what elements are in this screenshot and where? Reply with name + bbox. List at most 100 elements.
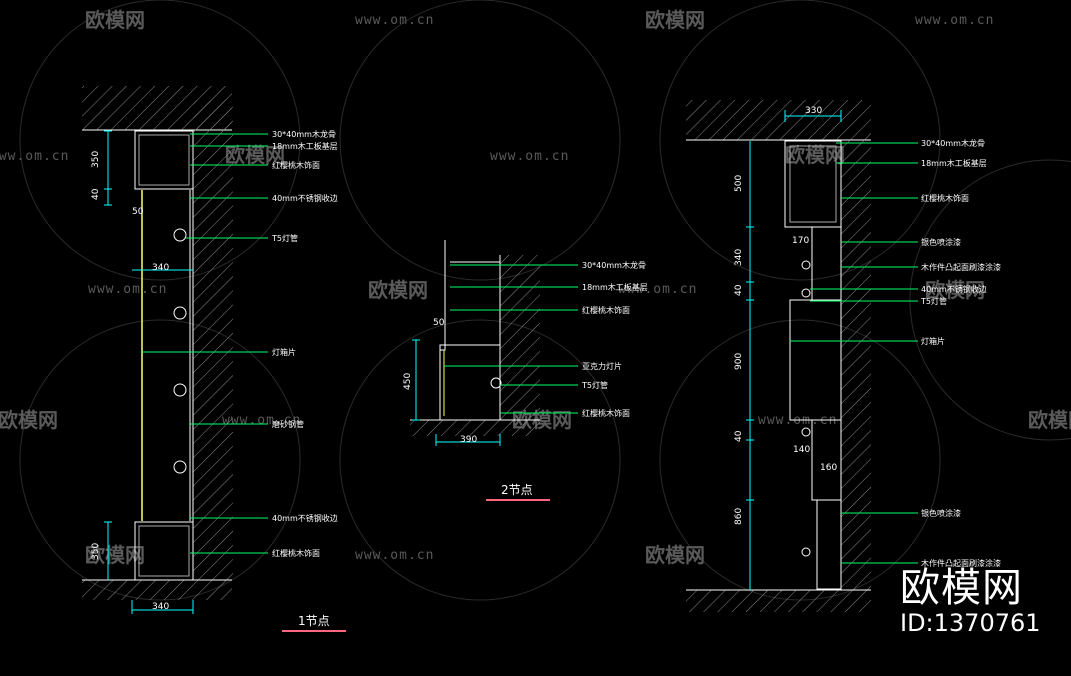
wm-url: www.om.cn — [355, 548, 434, 563]
fixture-icon — [801, 260, 811, 270]
label: 30*40mm木龙骨 — [582, 260, 646, 270]
ceiling-hatch — [686, 100, 871, 140]
lamp-icon — [173, 460, 187, 474]
wm-url: www.om.cn — [355, 13, 434, 28]
wm-brand: 欧模网 — [645, 543, 705, 567]
lamp-icon — [173, 228, 187, 242]
dim-text: 390 — [460, 435, 477, 445]
detail-1: 350 40 50 340 350 340 30*40mm木龙骨 18mm木工板… — [82, 86, 346, 632]
dim-text: 160 — [820, 463, 837, 473]
leader-lines — [444, 264, 578, 414]
wm-url: www.om.cn — [915, 13, 994, 28]
wm-url: www.om.cn — [0, 149, 69, 164]
dim-text: 450 — [403, 373, 413, 390]
dimension-lines — [104, 130, 194, 614]
lamps — [173, 228, 187, 474]
label: T5灯管 — [271, 233, 298, 243]
dim-text: 40 — [734, 430, 744, 442]
dim-text: 900 — [734, 353, 744, 370]
label: 18mm木工板基层 — [921, 158, 987, 168]
floor-hatch — [686, 590, 871, 612]
lamp-icon — [173, 383, 187, 397]
top-box-inner — [789, 145, 837, 223]
dim-text: 330 — [805, 106, 822, 116]
wall-hatch — [841, 140, 871, 590]
floor-hatch — [410, 420, 540, 436]
label: 木作件凸起面刷漆涂漆 — [921, 262, 1001, 272]
label: 40mm不锈钢收边 — [272, 193, 338, 203]
dim-text: 40 — [734, 284, 744, 296]
wm-brand: 欧模网 — [645, 8, 705, 32]
dim-text: 140 — [793, 445, 810, 455]
fixture-icon — [801, 547, 811, 557]
dim-text: 340 — [734, 249, 744, 266]
floor-hatch — [82, 580, 232, 600]
label: T5灯管 — [920, 296, 947, 306]
label: T5灯管 — [581, 380, 608, 390]
top-box-inner — [138, 134, 190, 186]
top-box — [134, 130, 194, 190]
dim-text: 40 — [91, 188, 101, 200]
detail-title: 1节点 — [298, 614, 330, 628]
label: 30*40mm木龙骨 — [921, 138, 985, 148]
light-box — [439, 344, 501, 421]
label: 磨砂钢管 — [272, 419, 304, 429]
label: 红樱桃木饰面 — [272, 160, 320, 170]
light-cavity — [789, 299, 842, 421]
base-column — [816, 499, 842, 590]
wm-brand: 欧模网 — [368, 278, 428, 302]
label: 18mm木工板基层 — [582, 282, 648, 292]
watermark-texts: 欧模网 www.om.cn 欧模网 www.om.cn www.om.cn 欧模… — [0, 8, 1071, 567]
lamp-icon — [490, 377, 502, 389]
wm-brand: 欧模网 — [785, 143, 845, 167]
dimension-lines — [412, 339, 501, 446]
brand-name: 欧模网 — [900, 565, 1023, 611]
label: 40mm不锈钢收边 — [921, 284, 987, 294]
detail-3: 330 500 340 170 40 900 40 140 160 860 30… — [686, 100, 1001, 612]
leader-lines — [142, 133, 268, 554]
dim-text: 170 — [792, 236, 809, 246]
wm-brand: 欧模网 — [0, 408, 58, 432]
lower-step — [811, 419, 842, 501]
wall-hatch — [193, 100, 233, 580]
label: 红樱桃木饰面 — [582, 408, 630, 418]
label: 灯箱片 — [272, 347, 296, 357]
brand-id: ID:1370761 — [900, 609, 1041, 637]
label: 40mm不锈钢收边 — [272, 513, 338, 523]
leader-lines — [790, 142, 918, 564]
bottom-box — [134, 521, 194, 581]
brand-watermark: 欧模网 ID:1370761 — [900, 566, 1060, 636]
wm-url: www.om.cn — [88, 282, 167, 297]
label: 木作件凸起面刷漆涂漆 — [921, 558, 1001, 568]
wm-url: www.om.cn — [490, 149, 569, 164]
watermark-arcs — [19, 0, 1071, 601]
wm-brand: 欧模网 — [1028, 408, 1071, 432]
label: 灯箱片 — [921, 336, 945, 346]
fixture-icon — [801, 427, 811, 437]
dim-text: 860 — [734, 508, 744, 525]
detail-title: 2节点 — [501, 483, 533, 497]
label: 红樱桃木饰面 — [272, 548, 320, 558]
dim-text: 50 — [433, 318, 445, 328]
dim-text: 340 — [152, 602, 169, 612]
label: 18mm木工板基层 — [272, 141, 338, 151]
label: 银色喷涂漆 — [921, 237, 961, 247]
wm-brand: 欧模网 — [85, 8, 145, 32]
dim-text: 500 — [734, 175, 744, 192]
detail-2: 50 450 390 30*40mm木龙骨 18mm木工板基层 红樱桃木饰面 亚… — [403, 240, 648, 501]
label: 红樱桃木饰面 — [921, 193, 969, 203]
label: 30*40mm木龙骨 — [272, 129, 336, 139]
dim-text: 350 — [91, 543, 101, 560]
dimension-lines — [746, 110, 842, 590]
lamp-icon — [173, 306, 187, 320]
label: 红樱桃木饰面 — [582, 305, 630, 315]
dim-text: 340 — [152, 263, 169, 273]
wm-url: www.om.cn — [618, 282, 697, 297]
wall-hatch — [500, 255, 540, 425]
dim-text: 350 — [91, 151, 101, 168]
label: 银色喷涂漆 — [921, 508, 961, 518]
bottom-box-inner — [138, 525, 190, 577]
lamp-icon — [801, 288, 811, 298]
wm-brand: 欧模网 — [225, 143, 285, 167]
